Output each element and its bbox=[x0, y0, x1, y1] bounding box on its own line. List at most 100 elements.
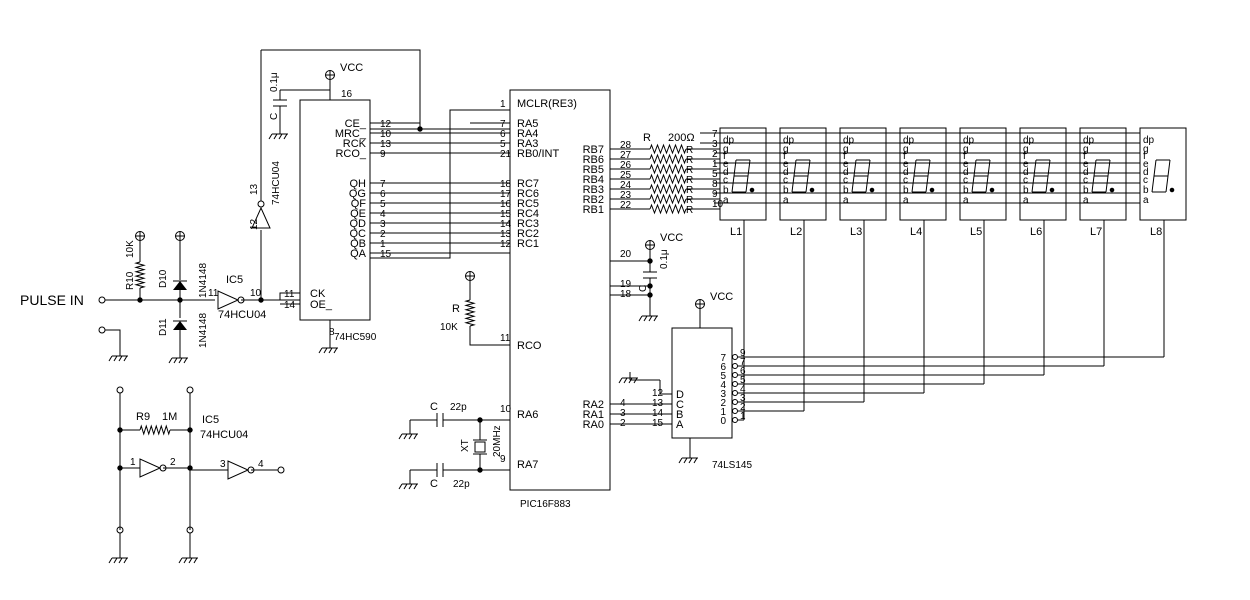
counter-pin-num: 1 bbox=[380, 239, 386, 250]
c22-ref: C bbox=[430, 401, 438, 413]
vcc-label: VCC bbox=[710, 291, 733, 303]
ground-icon bbox=[168, 357, 173, 364]
seg-label: b bbox=[1143, 185, 1149, 196]
seg-pin-num: 7 bbox=[712, 129, 718, 140]
resistor-icon bbox=[464, 299, 476, 327]
ground-terminal bbox=[98, 326, 106, 334]
seven-seg-display bbox=[1079, 127, 1127, 221]
seg-label: c bbox=[783, 175, 788, 186]
ground-icon bbox=[413, 433, 418, 440]
ic5-ref: IC5 bbox=[226, 274, 243, 286]
seg-label: f bbox=[783, 151, 786, 162]
seg-label: e bbox=[903, 159, 909, 170]
junction-dot bbox=[647, 292, 653, 298]
wire bbox=[469, 326, 510, 346]
ic5-pin-out: 10 bbox=[250, 288, 262, 299]
seg-label: f bbox=[903, 151, 906, 162]
pic-pin-num: 27 bbox=[620, 150, 632, 161]
ic5-pin-in: 11 bbox=[208, 288, 219, 299]
pic-pin-name: RB0/INT bbox=[517, 148, 559, 160]
c22-ref: C bbox=[430, 478, 438, 490]
segment-icon bbox=[1105, 159, 1111, 193]
ground-icon bbox=[623, 377, 628, 384]
wire bbox=[370, 109, 510, 259]
digit-label: L6 bbox=[1030, 226, 1042, 238]
pic-pin-num: 3 bbox=[620, 408, 626, 419]
output-bubble-icon bbox=[732, 408, 738, 414]
decoder-pin-num: 15 bbox=[652, 418, 664, 429]
seg-label: a bbox=[1023, 195, 1029, 206]
dp-icon bbox=[989, 187, 995, 193]
seg-label: g bbox=[783, 144, 789, 155]
inverter-bubble-icon bbox=[159, 464, 167, 472]
segment-icon bbox=[805, 159, 811, 193]
ground-icon bbox=[278, 133, 283, 140]
inverter-icon bbox=[139, 458, 162, 478]
inverter-bubble-icon bbox=[247, 466, 255, 474]
dp-icon bbox=[869, 187, 875, 193]
output-bubble-icon bbox=[732, 363, 738, 369]
pic-pin-num: 24 bbox=[620, 180, 632, 191]
ground-icon bbox=[653, 315, 658, 322]
r9-ref: R9 bbox=[136, 411, 150, 423]
terminal bbox=[277, 466, 285, 474]
inverter-icon bbox=[251, 206, 271, 229]
digit-label: L8 bbox=[1150, 226, 1162, 238]
inv2-part: 74HCU04 bbox=[271, 161, 282, 205]
segment-icon bbox=[851, 159, 857, 193]
decoder-chip bbox=[671, 327, 733, 439]
ic5-part: 74HCU04 bbox=[218, 309, 266, 321]
counter-pin-num: 10 bbox=[380, 129, 392, 140]
seg-label: b bbox=[783, 185, 789, 196]
terminal bbox=[116, 386, 124, 394]
ground-icon bbox=[113, 557, 118, 564]
decoder-pin-num: 1 bbox=[740, 411, 746, 422]
r9-value: 1M bbox=[162, 411, 177, 423]
pic-pin-num: 20 bbox=[620, 249, 632, 260]
pic-pin-num: 13 bbox=[500, 229, 512, 240]
ground-icon bbox=[638, 315, 643, 322]
pic-pin-num: 28 bbox=[620, 140, 632, 151]
resistor-icon bbox=[649, 183, 687, 195]
pic-pin-name: RC2 bbox=[517, 228, 539, 240]
seg-label: c bbox=[723, 175, 728, 186]
d11-ref: D11 bbox=[158, 318, 169, 336]
dp-icon bbox=[1109, 187, 1115, 193]
pic-pin-num: 17 bbox=[500, 189, 512, 200]
pic-pin-num: 23 bbox=[620, 190, 632, 201]
pulse-in-terminal bbox=[98, 296, 106, 304]
seg-label: b bbox=[723, 185, 729, 196]
counter-pin-num: 6 bbox=[380, 189, 386, 200]
seven-seg-display bbox=[1139, 127, 1187, 221]
seg-label: d bbox=[1083, 167, 1089, 178]
seg-label: d bbox=[843, 167, 849, 178]
dp-icon bbox=[1169, 187, 1175, 193]
r10-value: 10K bbox=[125, 240, 136, 258]
decoder-pin-name: 3 bbox=[720, 389, 726, 400]
seg-label: g bbox=[963, 144, 969, 155]
osc-pin: 2 bbox=[170, 457, 176, 468]
segment-icon bbox=[911, 159, 917, 193]
dp-icon bbox=[749, 187, 755, 193]
seven-seg-display bbox=[959, 127, 1007, 221]
pic-pin-name: RA1 bbox=[583, 409, 604, 421]
ground-icon bbox=[643, 315, 648, 322]
diode-icon bbox=[173, 321, 187, 330]
pic-pin-name: RA5 bbox=[517, 118, 538, 130]
pulse-in-label: PULSE IN bbox=[20, 292, 84, 308]
junction-dot bbox=[258, 297, 264, 303]
pic-pin-name: RC5 bbox=[517, 198, 539, 210]
wire bbox=[279, 292, 300, 300]
seven-seg-display bbox=[899, 127, 947, 221]
pic-pin-num: 4 bbox=[620, 398, 626, 409]
pic-pin-name: RB5 bbox=[583, 164, 604, 176]
pic-pin-num: 2 bbox=[620, 418, 626, 429]
segment-icon bbox=[985, 159, 991, 193]
pic-pin-name: RC1 bbox=[517, 238, 539, 250]
ground-icon bbox=[123, 355, 128, 362]
output-bubble-icon bbox=[732, 417, 738, 423]
seg-label: g bbox=[1143, 144, 1149, 155]
seg-label: d bbox=[1023, 167, 1029, 178]
ground-icon bbox=[328, 347, 333, 354]
seg-label: a bbox=[963, 195, 969, 206]
